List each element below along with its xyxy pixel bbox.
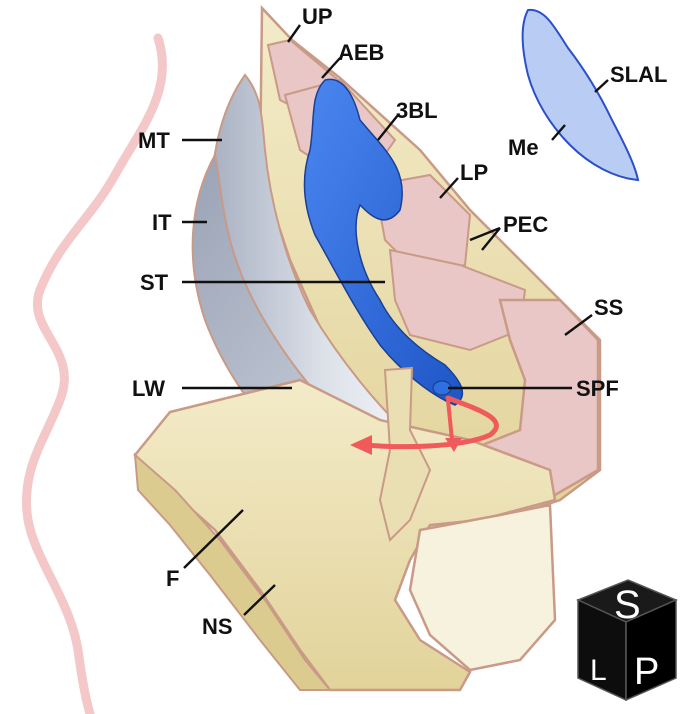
septal-strut (378, 366, 432, 542)
cube-label-right: P (634, 651, 659, 693)
label-spf: SPF (576, 376, 619, 401)
label-me: Me (508, 135, 539, 160)
floor-inner-cavity (408, 503, 557, 672)
label-it: IT (152, 210, 172, 235)
flow-arrow-line (362, 395, 499, 450)
label-lp: LP (460, 160, 488, 185)
leader-ns (243, 584, 276, 616)
flow-arrow-down-head (445, 438, 462, 452)
label-mt: MT (138, 128, 170, 153)
flow-arrow-head (350, 435, 372, 455)
leader-me (551, 124, 566, 141)
leader-aeb (321, 57, 341, 79)
pec-cell (388, 248, 527, 352)
label-slal: SLAL (610, 62, 667, 87)
flow-arrow-down (446, 399, 454, 441)
cube-label-top: S (614, 583, 641, 627)
floor-front-face (133, 452, 333, 691)
label-3bl: 3BL (396, 98, 438, 123)
leader-ss (564, 314, 593, 336)
label-f: F (166, 566, 179, 591)
leader-3bl (377, 114, 399, 141)
leader-slal (594, 79, 609, 93)
leader-f (183, 509, 244, 569)
label-pec: PEC (503, 212, 548, 237)
label-up: UP (302, 4, 333, 29)
label-st: ST (140, 270, 169, 295)
third-basal-lamella (303, 78, 464, 406)
slal-inset-shape (521, 8, 640, 182)
leader-up (287, 24, 301, 43)
orientation-cube: S L P (576, 579, 678, 702)
leader-lp (439, 177, 459, 199)
cube-label-left: L (590, 654, 607, 687)
label-lw: LW (132, 376, 165, 401)
label-ns: NS (202, 614, 233, 639)
leader-pec (469, 226, 501, 251)
label-aeb: AEB (338, 40, 384, 65)
skin-profile-line (22, 33, 167, 714)
label-ss: SS (594, 295, 623, 320)
cube-right-face (625, 598, 677, 702)
